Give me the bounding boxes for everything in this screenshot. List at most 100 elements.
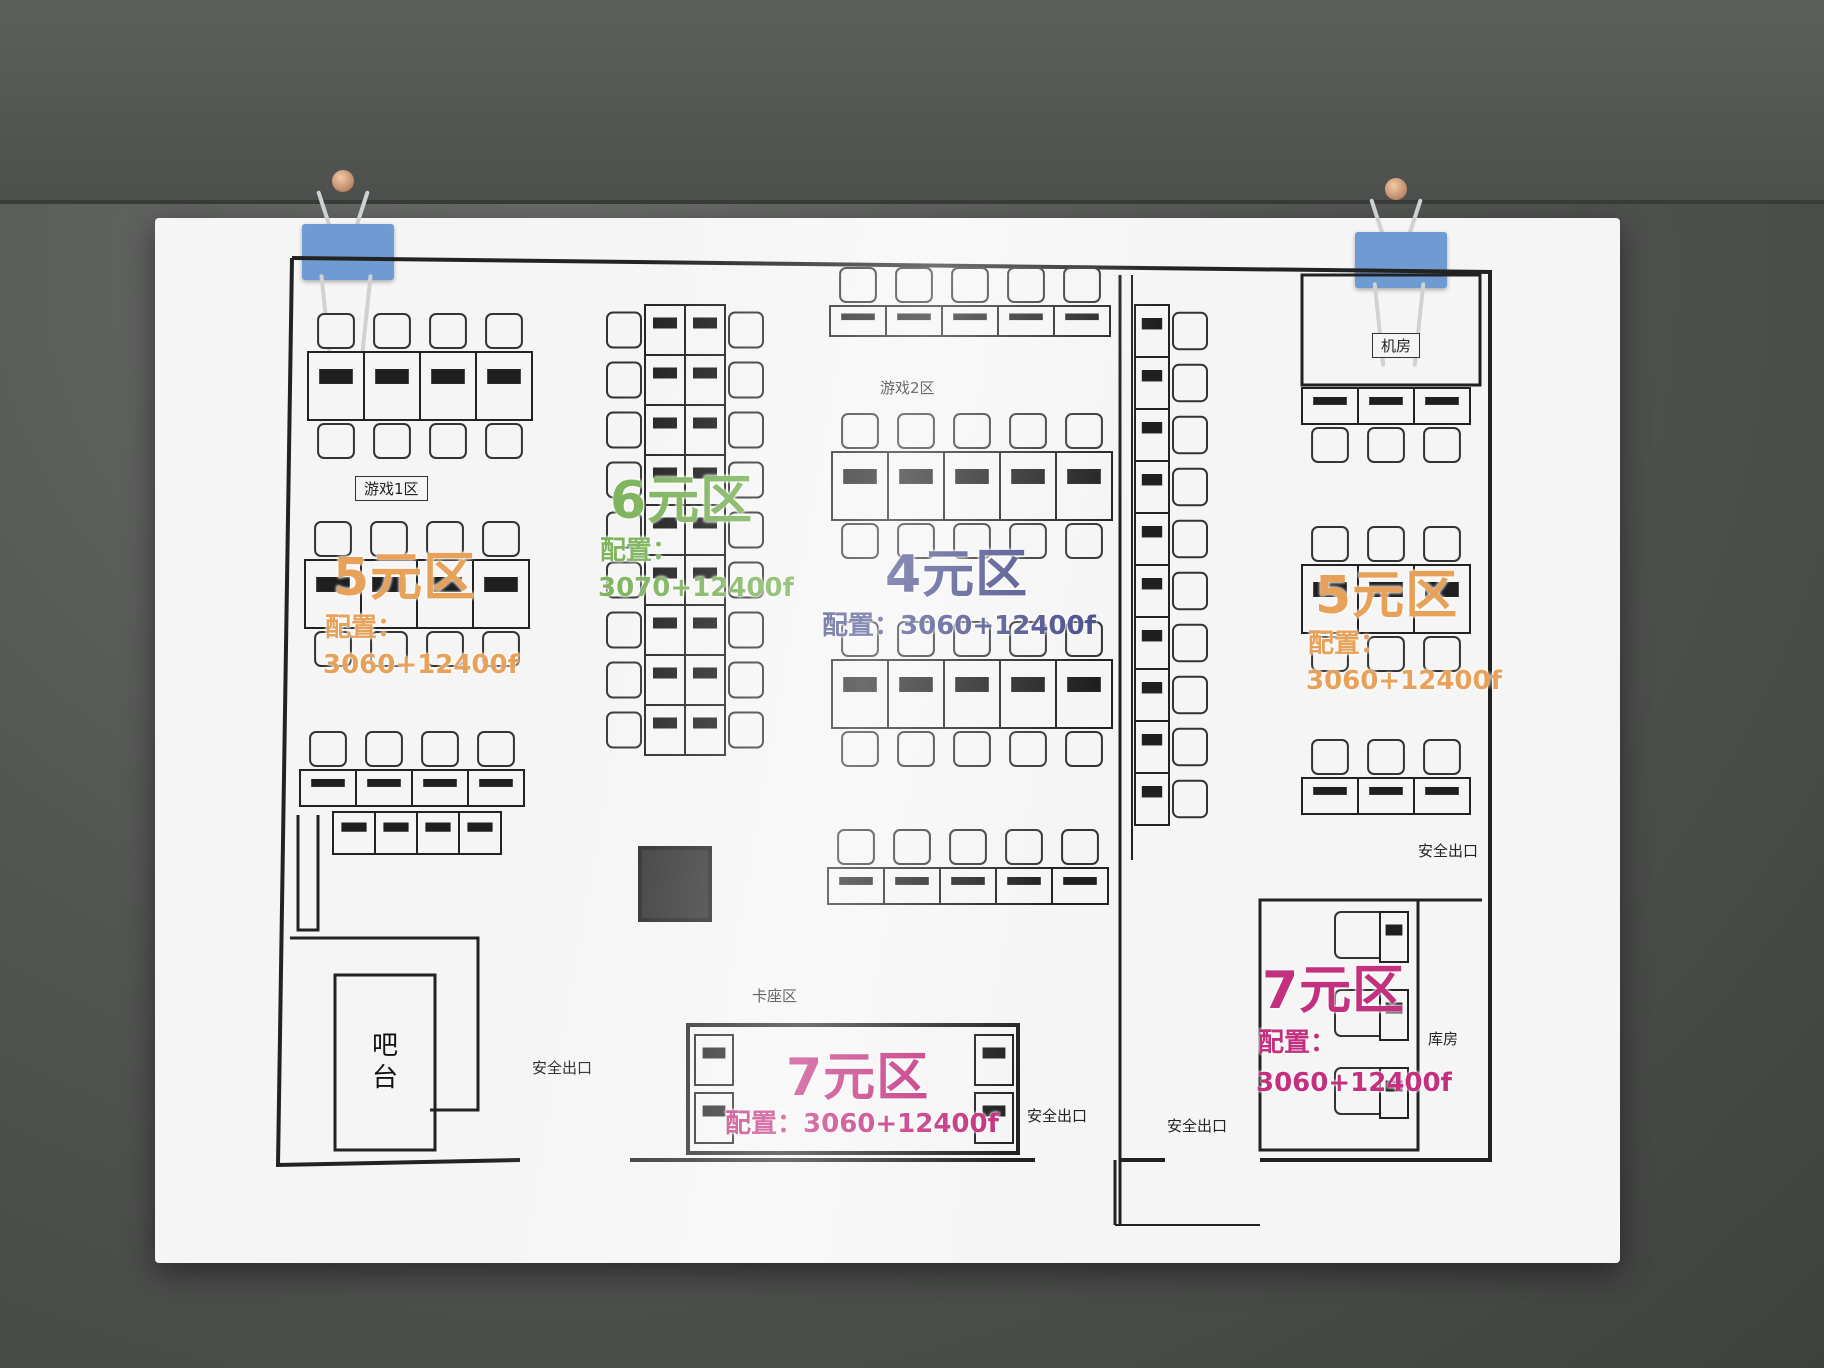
monitor: [1009, 313, 1043, 321]
monitor: [899, 469, 933, 484]
chair: [606, 661, 642, 699]
chair: [1063, 267, 1101, 303]
monitor: [1067, 469, 1101, 484]
chair: [1367, 636, 1405, 672]
chair: [949, 829, 987, 865]
zone-spec: 3070+12400f: [598, 573, 794, 603]
monitor: [1313, 397, 1347, 405]
chair: [1009, 413, 1047, 449]
chair: [728, 661, 764, 699]
zone-spec-text: 3060+12400f: [900, 611, 1096, 641]
monitor: [311, 779, 345, 787]
wall-background: [0, 0, 1824, 204]
chair: [426, 631, 464, 667]
desk: [1055, 451, 1113, 521]
desk: [684, 454, 726, 506]
monitor: [653, 517, 677, 529]
desk: [1051, 867, 1109, 905]
chair: [482, 521, 520, 557]
monitor: [372, 577, 406, 592]
chair: [953, 413, 991, 449]
monitor: [383, 822, 409, 832]
pushpin-icon: [332, 170, 354, 192]
desk: [1357, 387, 1415, 425]
game-zone-2-label: 游戏2区: [880, 379, 935, 397]
desk: [332, 811, 376, 855]
chair: [1311, 739, 1349, 775]
chair: [1007, 267, 1045, 303]
zone-spec-label-text: 配置：: [822, 611, 901, 641]
chair: [841, 413, 879, 449]
chair: [1172, 363, 1208, 403]
monitor: [653, 417, 677, 429]
desk: [1134, 564, 1170, 618]
chair: [1311, 526, 1349, 562]
chair: [897, 731, 935, 767]
chair: [728, 411, 764, 449]
monitor: [951, 877, 985, 885]
chair: [1172, 519, 1208, 559]
desk: [475, 351, 533, 421]
desk: [299, 769, 357, 807]
desk: [1301, 777, 1359, 815]
zone-spec: 3060+12400f: [323, 650, 519, 680]
monitor: [693, 417, 717, 429]
chair: [1009, 731, 1047, 767]
monitor: [693, 367, 717, 379]
game-zone-1-label: 游戏1区: [355, 476, 428, 501]
monitor: [1141, 474, 1163, 486]
chair: [606, 411, 642, 449]
chair: [606, 311, 642, 349]
desk: [684, 354, 726, 406]
desk: [1134, 356, 1170, 410]
chair: [606, 461, 642, 499]
monitor: [316, 577, 350, 592]
chair: [951, 267, 989, 303]
desk: [941, 305, 999, 337]
chair: [953, 523, 991, 559]
monitor: [653, 467, 677, 479]
chair: [1065, 621, 1103, 657]
desk: [355, 769, 413, 807]
chair: [1423, 427, 1461, 463]
chair: [897, 413, 935, 449]
desk: [974, 1034, 1014, 1086]
monitor: [1385, 1002, 1403, 1014]
booth-area-label: 卡座区: [752, 987, 798, 1005]
chair: [370, 631, 408, 667]
desk: [1134, 720, 1170, 774]
zone-price: 7元区: [1262, 961, 1406, 1021]
desk: [1055, 659, 1113, 729]
monitor: [653, 717, 677, 729]
chair: [1367, 739, 1405, 775]
zone-spec-label-text: 配置：: [725, 1109, 804, 1139]
chair: [1009, 621, 1047, 657]
desk: [419, 351, 477, 421]
desk: [644, 604, 686, 656]
zone-price: 6元区: [610, 471, 754, 531]
chair: [482, 631, 520, 667]
desk: [1413, 387, 1471, 425]
monitor: [1141, 734, 1163, 746]
chair: [837, 829, 875, 865]
desk: [1134, 616, 1170, 670]
chair: [426, 521, 464, 557]
chair: [606, 711, 642, 749]
monitor: [1141, 422, 1163, 434]
monitor: [702, 1047, 726, 1059]
monitor: [982, 1105, 1006, 1117]
monitor: [319, 369, 353, 384]
zone-spec-label: 配置：: [600, 536, 679, 566]
monitor: [1011, 677, 1045, 692]
monitor: [693, 467, 717, 479]
desk: [827, 867, 885, 905]
monitor: [1007, 877, 1041, 885]
monitor: [1141, 786, 1163, 798]
zone-spec-text: 3060+12400f: [803, 1109, 999, 1139]
desk: [999, 659, 1057, 729]
desk: [472, 559, 530, 629]
chair: [1367, 526, 1405, 562]
chair: [370, 521, 408, 557]
zone-price: 4元区: [885, 545, 1029, 605]
desk: [374, 811, 418, 855]
